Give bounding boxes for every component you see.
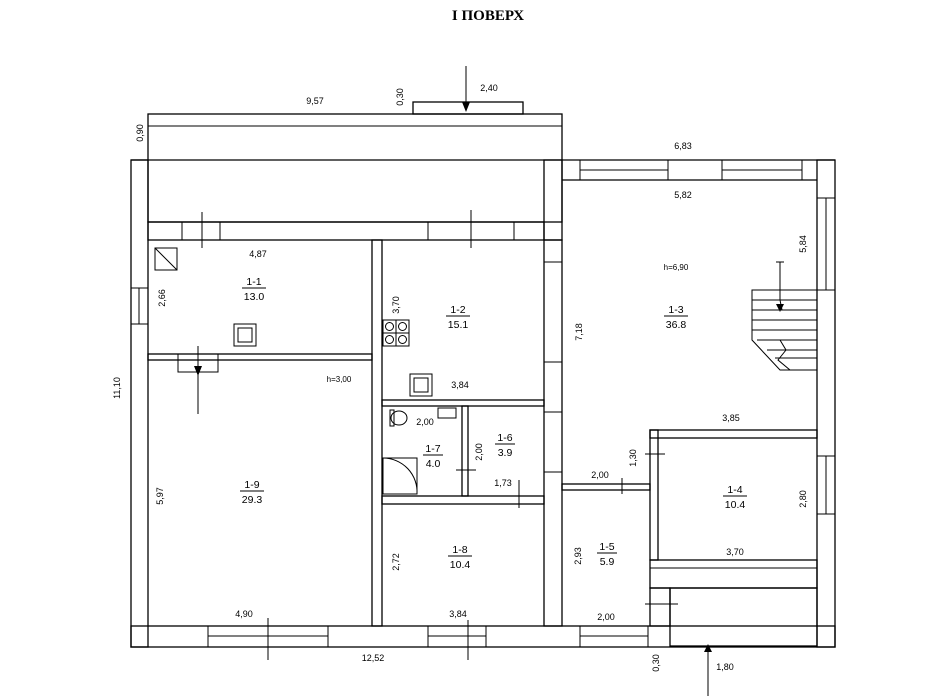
svg-text:5,84: 5,84 — [798, 235, 808, 253]
svg-text:1-2: 1-2 — [450, 304, 465, 316]
svg-text:3,70: 3,70 — [391, 296, 401, 314]
sink-icon — [233, 323, 257, 347]
svg-text:2,00: 2,00 — [416, 417, 434, 427]
svg-text:6,83: 6,83 — [674, 141, 692, 151]
room-1-2: 1-2 15.1 — [446, 304, 470, 331]
svg-text:1-8: 1-8 — [452, 544, 467, 556]
entry-porch — [669, 587, 818, 647]
dimension-labels: 9,57 0,90 0,30 2,40 6,83 5,82 5,84 7,18 … — [112, 83, 808, 672]
room-1-1: 1-1 13.0 — [242, 276, 266, 303]
svg-text:3.9: 3.9 — [498, 447, 513, 459]
svg-text:1,30: 1,30 — [628, 449, 638, 467]
svg-text:10.4: 10.4 — [450, 559, 471, 571]
svg-text:0,30: 0,30 — [651, 654, 661, 672]
svg-text:1-7: 1-7 — [425, 443, 440, 455]
svg-text:12,52: 12,52 — [362, 653, 385, 663]
svg-text:1-4: 1-4 — [727, 484, 742, 496]
svg-text:1-6: 1-6 — [497, 432, 512, 444]
svg-text:2,00: 2,00 — [474, 443, 484, 461]
svg-text:5.9: 5.9 — [600, 556, 615, 568]
height-label: h=3,00 — [327, 375, 352, 384]
svg-text:2,93: 2,93 — [573, 547, 583, 565]
svg-text:0,90: 0,90 — [135, 124, 145, 142]
windows — [130, 159, 836, 648]
staircase-icon — [751, 261, 817, 371]
svg-text:3,84: 3,84 — [451, 380, 469, 390]
chimney-icon — [154, 247, 178, 271]
svg-text:4,87: 4,87 — [249, 249, 267, 259]
room-1-8: 1-8 10.4 — [448, 544, 472, 571]
svg-text:3,85: 3,85 — [722, 413, 740, 423]
svg-text:4,90: 4,90 — [235, 609, 253, 619]
svg-text:15.1: 15.1 — [448, 319, 469, 331]
svg-text:1,73: 1,73 — [494, 478, 512, 488]
svg-text:2,00: 2,00 — [597, 612, 615, 622]
svg-text:7,18: 7,18 — [574, 323, 584, 341]
svg-text:11,10: 11,10 — [112, 377, 122, 399]
svg-text:3,70: 3,70 — [726, 547, 744, 557]
room-1-5: 1-5 5.9 — [597, 541, 617, 568]
svg-text:29.3: 29.3 — [242, 494, 263, 506]
svg-text:2,00: 2,00 — [591, 470, 609, 480]
room-1-7: 1-7 4.0 — [423, 443, 443, 470]
floor-title: І ПОВЕРХ — [452, 8, 524, 24]
room-1-9: 1-9 29.3 — [240, 479, 264, 506]
svg-text:5,97: 5,97 — [155, 487, 165, 505]
stove-icon — [382, 319, 410, 347]
svg-text:10.4: 10.4 — [725, 499, 746, 511]
svg-text:0,30: 0,30 — [395, 88, 405, 106]
svg-text:1-1: 1-1 — [246, 276, 261, 288]
shower-icon — [382, 457, 418, 495]
height-label: h=6,90 — [664, 263, 689, 272]
room-1-3: 1-3 36.8 — [664, 304, 688, 331]
room-labels: 1-1 13.0 1-2 15.1 1-3 36.8 1-4 10.4 1-5 … — [240, 276, 747, 571]
svg-text:13.0: 13.0 — [244, 291, 265, 303]
sink-icon — [437, 407, 457, 419]
toilet-icon — [389, 409, 408, 427]
svg-text:5,82: 5,82 — [674, 190, 692, 200]
svg-text:36.8: 36.8 — [666, 319, 687, 331]
svg-text:2,66: 2,66 — [157, 289, 167, 307]
svg-text:1-9: 1-9 — [244, 479, 259, 491]
room-1-6: 1-6 3.9 — [495, 432, 515, 459]
outer-walls — [130, 159, 836, 648]
door-marks — [194, 66, 712, 696]
svg-text:2,72: 2,72 — [391, 553, 401, 571]
room-1-4: 1-4 10.4 — [723, 484, 747, 511]
svg-text:1-5: 1-5 — [599, 541, 614, 553]
svg-text:4.0: 4.0 — [426, 458, 441, 470]
terrace — [147, 101, 563, 241]
svg-text:1,80: 1,80 — [716, 662, 734, 672]
svg-text:2,40: 2,40 — [480, 83, 498, 93]
sink-icon — [409, 373, 433, 397]
svg-text:2,80: 2,80 — [798, 490, 808, 508]
svg-text:1-3: 1-3 — [668, 304, 683, 316]
svg-text:9,57: 9,57 — [306, 96, 324, 106]
svg-text:3,84: 3,84 — [449, 609, 467, 619]
